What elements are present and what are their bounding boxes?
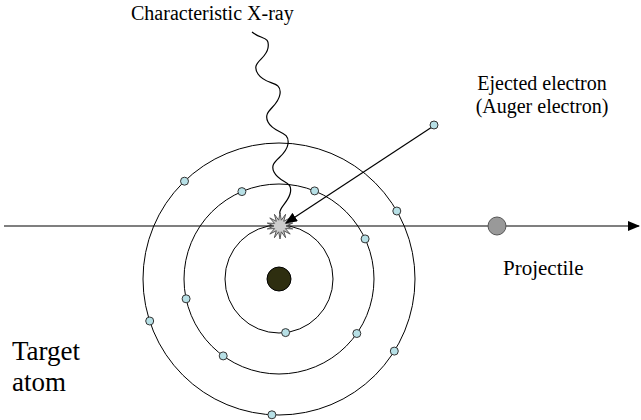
electron	[268, 411, 276, 419]
electron	[393, 207, 401, 215]
electron	[238, 188, 246, 196]
ejected-electron	[430, 121, 438, 129]
electron	[282, 329, 290, 337]
electron	[182, 295, 190, 303]
electron	[219, 352, 227, 360]
outer-shell	[143, 143, 415, 415]
ejection-arrow	[286, 127, 432, 223]
electron	[361, 235, 369, 243]
electron-label: Ejected electron (Auger electron)	[456, 72, 628, 118]
target-label: Target atom	[12, 336, 108, 398]
electron	[390, 347, 398, 355]
projectile-label: Projectile	[503, 256, 583, 280]
inner-shell	[225, 225, 333, 333]
electron	[311, 187, 319, 195]
nucleus	[267, 267, 291, 291]
projectile-particle	[488, 217, 506, 235]
middle-shell	[184, 184, 374, 374]
electron-group	[146, 177, 401, 419]
electron	[146, 317, 154, 325]
collision-star	[267, 213, 292, 239]
x-ray-wave	[252, 32, 291, 214]
electron	[181, 177, 189, 185]
xray-label: Characteristic X-ray	[131, 2, 294, 25]
electron	[353, 330, 361, 338]
projectile-path	[4, 225, 639, 226]
